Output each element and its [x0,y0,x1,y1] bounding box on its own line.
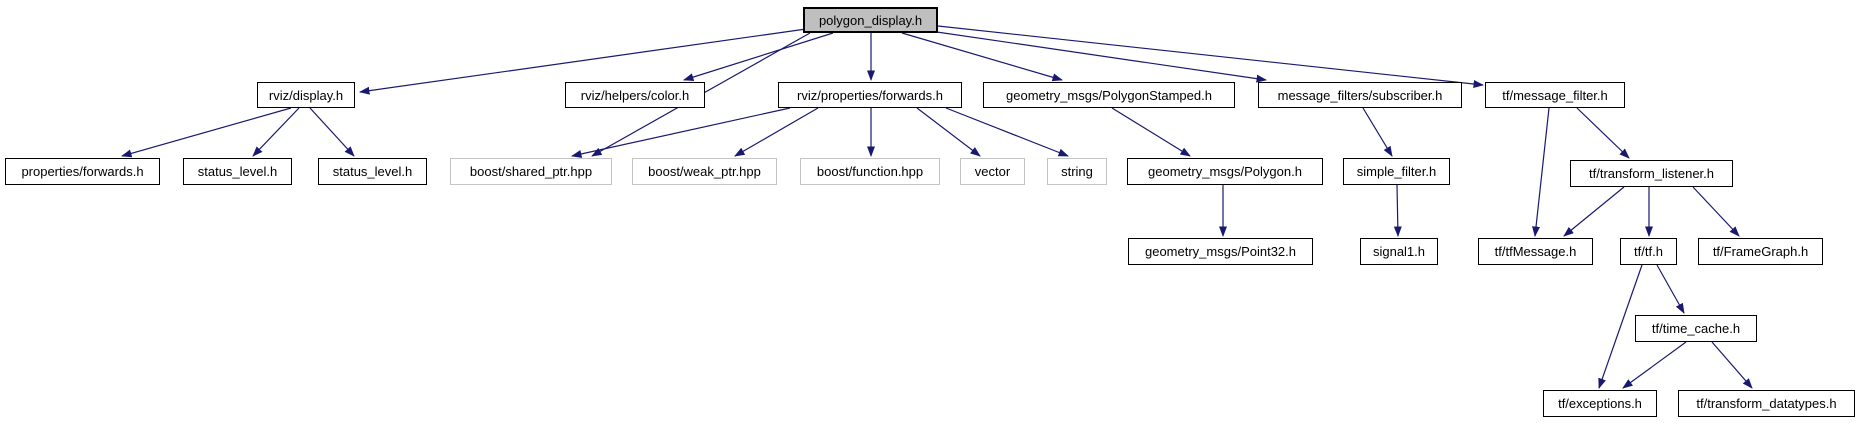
graph-node-n23[interactable]: tf/time_cache.h [1635,315,1757,342]
graph-node-n16[interactable]: simple_filter.h [1343,158,1450,185]
edge-n21-n23 [1656,264,1685,314]
graph-node-n12: boost/function.hpp [800,158,940,185]
graph-node-label: tf/transform_datatypes.h [1696,396,1837,411]
edge-n1-n7 [121,107,292,158]
graph-node-n11: boost/weak_ptr.hpp [632,158,777,185]
graph-node-n2[interactable]: rviz/helpers/color.h [565,82,705,108]
graph-node-n17[interactable]: tf/transform_listener.h [1570,160,1733,187]
edge-n0-n4 [901,32,1063,82]
graph-node-label: rviz/display.h [268,87,344,103]
graph-node-n8[interactable]: status_level.h [183,158,292,185]
graph-node-label: message_filters/subscriber.h [1277,87,1443,103]
graph-node-n0: polygon_display.h [803,7,938,33]
edge-n5-n16 [1362,107,1393,157]
graph-node-label: status_level.h [332,164,413,179]
graph-node-n9[interactable]: status_level.h [318,158,427,185]
graph-node-n4[interactable]: geometry_msgs/PolygonStamped.h [983,82,1235,108]
edge-n0-n5 [929,30,1267,83]
graph-node-n1[interactable]: rviz/display.h [257,82,355,108]
graph-node-n24[interactable]: tf/exceptions.h [1543,390,1657,417]
graph-node-label: rviz/properties/forwards.h [797,87,943,103]
graph-node-n5[interactable]: message_filters/subscriber.h [1258,82,1462,108]
graph-node-label: rviz/helpers/color.h [580,87,690,103]
edge-n0-n6 [937,25,1484,88]
graph-node-n15[interactable]: geometry_msgs/Polygon.h [1127,158,1323,185]
edge-n17-n20 [1563,186,1625,237]
edge-n17-n22 [1692,186,1740,237]
graph-node-label: tf/tf.h [1634,244,1663,259]
graph-node-n18[interactable]: geometry_msgs/Point32.h [1128,238,1313,265]
graph-node-label: simple_filter.h [1356,164,1437,179]
graph-node-label: status_level.h [197,164,278,179]
graph-node-label: geometry_msgs/Point32.h [1144,244,1297,259]
graph-node-n21[interactable]: tf/tf.h [1620,238,1677,265]
graph-node-label: tf/time_cache.h [1651,321,1741,336]
graph-node-label: geometry_msgs/Polygon.h [1148,164,1302,179]
graph-node-n13: vector [960,158,1025,185]
graph-node-n19[interactable]: signal1.h [1360,238,1438,265]
graph-node-n14: string [1047,158,1107,185]
graph-node-label: tf/tfMessage.h [1494,244,1577,259]
edge-n1-n9 [309,107,355,157]
graph-node-n22[interactable]: tf/FrameGraph.h [1698,238,1823,265]
edge-n3-n14 [945,107,1069,157]
edge-n6-n17 [1576,107,1630,159]
graph-node-label: signal1.h [1372,244,1426,259]
graph-node-n3[interactable]: rviz/properties/forwards.h [778,82,962,108]
graph-node-label: boost/shared_ptr.hpp [469,164,593,179]
edge-n16-n19 [1393,184,1402,237]
edge-n0-n2 [683,32,834,81]
graph-node-n6[interactable]: tf/message_filter.h [1485,82,1625,108]
graph-node-n10: boost/shared_ptr.hpp [450,158,612,185]
graph-node-label: geometry_msgs/PolygonStamped.h [1006,87,1212,103]
graph-node-label: properties/forwards.h [21,164,144,179]
graph-node-label: boost/weak_ptr.hpp [648,164,761,179]
edge-n3-n11 [734,107,819,157]
edge-n23-n24 [1622,341,1687,389]
graph-node-n25[interactable]: tf/transform_datatypes.h [1678,390,1855,417]
graph-node-label: tf/exceptions.h [1558,396,1642,411]
graph-node-label: boost/function.hpp [816,164,924,179]
graph-node-n20[interactable]: tf/tfMessage.h [1478,238,1593,265]
edge-n23-n25 [1711,341,1753,389]
graph-node-label: vector [974,164,1011,179]
edge-n6-n20 [1532,107,1550,237]
edge-n4-n15 [1111,107,1191,157]
graph-node-n7[interactable]: properties/forwards.h [5,158,160,185]
graph-node-label: tf/transform_listener.h [1589,166,1714,181]
graph-node-label: tf/FrameGraph.h [1712,244,1809,259]
graph-node-label: string [1061,164,1093,179]
edge-n3-n10 [571,107,791,158]
graph-node-label: polygon_display.h [818,12,923,28]
edge-n3-n13 [916,107,981,157]
edge-n1-n8 [252,107,300,157]
graph-node-label: tf/message_filter.h [1502,87,1608,103]
